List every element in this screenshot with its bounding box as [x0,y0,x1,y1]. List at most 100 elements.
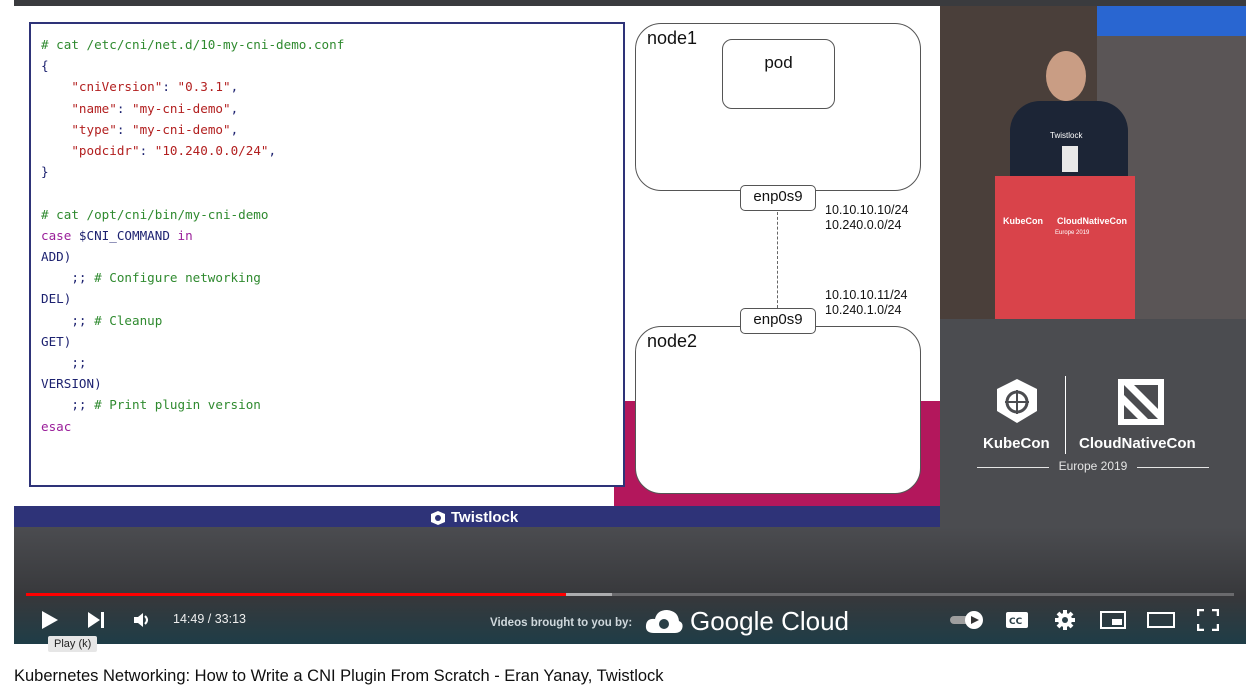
fullscreen-icon [1197,609,1219,631]
code-token [41,122,71,137]
code-line: DEL) [41,288,623,309]
podium-kubecon: KubeCon [1003,216,1043,226]
time-separator: / [204,612,215,626]
cloudnativecon-logo-icon [1118,379,1164,425]
code-token: VERSION) [41,376,102,392]
code-token [41,101,71,116]
code-token: esac [41,418,72,434]
code-token: "10.240.0.0/24" [154,143,269,159]
pod-label: pod [764,53,793,72]
speaker-head [1046,51,1086,101]
node2-label: node2 [647,331,698,351]
progress-played [26,593,566,596]
code-token: # cat /opt/cni/bin/my-cni-demo [41,206,269,222]
branding-divider [1065,376,1066,454]
code-token: ;; [41,312,95,328]
twistlock-logo: Twistlock [429,509,518,526]
code-token: , [268,143,277,159]
camera-backdrop-blue [1097,6,1246,36]
captions-button[interactable]: CC [1005,610,1029,630]
settings-button[interactable] [1054,609,1076,631]
node2-ip-block: 10.10.10.11/24 10.240.1.0/24 [825,288,907,318]
node2-interface-label: enp0s9 [753,311,803,328]
code-token: "my-cni-demo" [132,100,231,116]
code-line: "name": "my-cni-demo", [41,98,623,119]
code-line: "type": "my-cni-demo", [41,119,623,140]
code-line: ;; [41,352,623,373]
node2-box: node2 [635,326,921,494]
code-line: case $CNI_COMMAND in [41,225,623,246]
presentation-slide: # cat /etc/cni/net.d/10-my-cni-demo.conf… [14,6,940,527]
code-token: "type" [71,121,117,137]
code-token: } [41,164,49,180]
player-top-bar [14,0,1246,6]
code-token [41,143,71,158]
miniplayer-button[interactable] [1100,610,1126,630]
kubecon-text: KubeCon [983,435,1050,452]
code-listing: # cat /etc/cni/net.d/10-my-cni-demo.conf… [31,24,623,437]
code-token: "cniVersion" [71,79,163,95]
code-line: "podcidr": "10.240.0.0/24", [41,140,623,161]
volume-button[interactable] [132,611,152,629]
play-icon [42,611,58,629]
theater-icon [1147,612,1175,628]
controls-overlay [14,527,1246,644]
network-link [777,212,778,308]
sponsor-text: Videos brought to you by: [490,617,633,629]
podium-cloudnativecon: CloudNativeCon [1057,216,1128,226]
volume-icon [134,613,148,627]
code-token: "podcidr" [71,143,140,159]
code-token: # Cleanup [94,312,163,328]
event-branding: KubeCon CloudNativeCon Europe 2019 [940,319,1246,527]
code-line: ;; # Cleanup [41,310,623,331]
code-line: # cat /etc/cni/net.d/10-my-cni-demo.conf [41,34,623,55]
node1-box: node1 pod [635,23,921,191]
code-token: : [116,121,133,137]
play-tooltip: Play (k) [48,636,98,652]
video-player[interactable]: # cat /etc/cni/net.d/10-my-cni-demo.conf… [14,0,1246,644]
code-token: ADD) [41,249,72,265]
fullscreen-button[interactable] [1197,609,1219,631]
theater-mode-button[interactable] [1147,611,1175,629]
pod-box: pod [722,39,835,109]
next-icon [88,612,104,628]
node1-interface: enp0s9 [740,185,816,211]
code-line: ADD) [41,246,623,267]
code-line [41,182,623,203]
progress-bar[interactable] [26,593,1234,596]
node2-ip: 10.10.10.11/24 [825,288,908,302]
code-token [41,79,71,94]
node1-ip: 10.10.10.10/24 [825,203,909,217]
time-total: 33:13 [214,612,246,626]
node1-label: node1 [647,28,698,48]
code-token: # cat /etc/cni/net.d/10-my-cni-demo.conf [41,37,345,52]
captions-icon: CC [1006,612,1028,628]
code-line: "cniVersion": "0.3.1", [41,76,623,97]
settings-icon [1055,610,1075,630]
time-display: 14:49 / 33:13 [173,612,246,626]
code-line: # cat /opt/cni/bin/my-cni-demo [41,204,623,225]
code-line: GET) [41,331,623,352]
autoplay-toggle-icon [950,611,983,629]
code-token: $CNI_COMMAND [71,227,178,243]
twistlock-icon [431,510,445,525]
shirt-logo-text: Twistlock [1050,131,1083,140]
code-line: { [41,55,623,76]
code-token: ;; [41,397,95,413]
slide-footer: Twistlock [14,506,940,527]
speaker-camera: Twistlock KubeCon CloudNativeCon Europe … [940,6,1246,319]
node1-cidr: 10.240.0.0/24 [825,218,902,232]
next-button[interactable] [86,610,106,630]
speaker-badge [1062,146,1078,172]
miniplayer-icon [1100,611,1126,629]
kubecon-logo-icon [997,379,1037,423]
play-button[interactable] [38,609,60,631]
code-token: GET) [41,333,72,349]
code-token: : [162,79,178,95]
code-line: } [41,161,623,182]
code-token: , [230,79,239,95]
google-cloud-logo[interactable]: Google Cloud [644,606,849,637]
google-cloud-text: Google Cloud [690,606,849,636]
code-token: : [116,100,133,116]
autoplay-toggle[interactable] [949,610,985,630]
